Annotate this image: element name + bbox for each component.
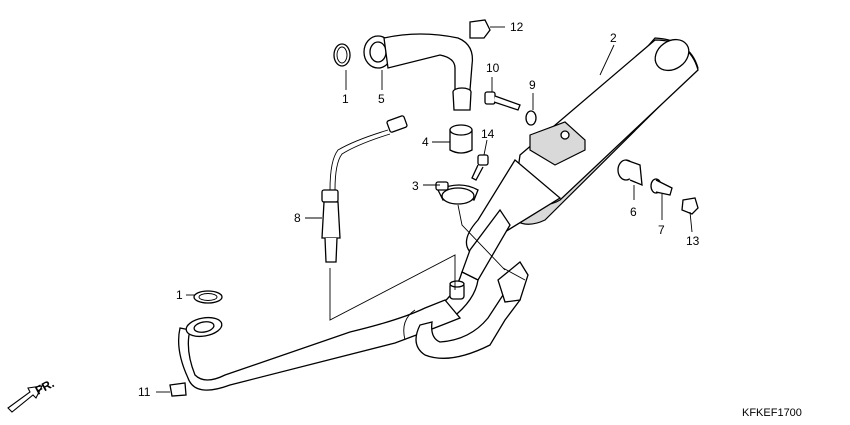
bolt-10: [484, 91, 521, 111]
callout-9: 9: [529, 78, 536, 92]
o2-sensor: [321, 115, 408, 263]
reference-line-clamp: [457, 204, 506, 271]
callout-5: 5: [378, 92, 385, 106]
leader-lines: [156, 26, 693, 393]
screw-7: [650, 178, 673, 196]
callout-10: 10: [486, 61, 500, 75]
callout-13: 13: [686, 234, 700, 248]
nut-13: [681, 197, 699, 215]
callout-6: 6: [630, 205, 637, 219]
callout-11: 11: [138, 385, 151, 399]
clip-11: [169, 382, 187, 397]
sleeve: [449, 124, 473, 154]
bolt-14: [471, 154, 489, 181]
washer: [525, 110, 537, 126]
callout-14: 14: [481, 127, 495, 141]
callout-12: 12: [510, 20, 524, 34]
exhaust-joint-pipe: [363, 33, 474, 111]
tail-cap: [617, 159, 643, 187]
gasket-bottom: [193, 290, 223, 304]
callout-1-bottom: 1: [176, 288, 183, 302]
callout-7: 7: [658, 223, 665, 237]
reference-line: [329, 254, 456, 321]
callout-4: 4: [422, 135, 429, 149]
callout-1-top: 1: [342, 92, 349, 106]
callout-2: 2: [610, 31, 617, 45]
callout-8: 8: [294, 211, 301, 225]
diagram-code: KFKEF1700: [742, 407, 802, 419]
front-direction-arrow: FR.: [7, 376, 56, 413]
nut-12: [469, 19, 491, 39]
pipe-joint: [497, 261, 529, 303]
clamp: [435, 181, 479, 205]
callout-3: 3: [412, 179, 419, 193]
